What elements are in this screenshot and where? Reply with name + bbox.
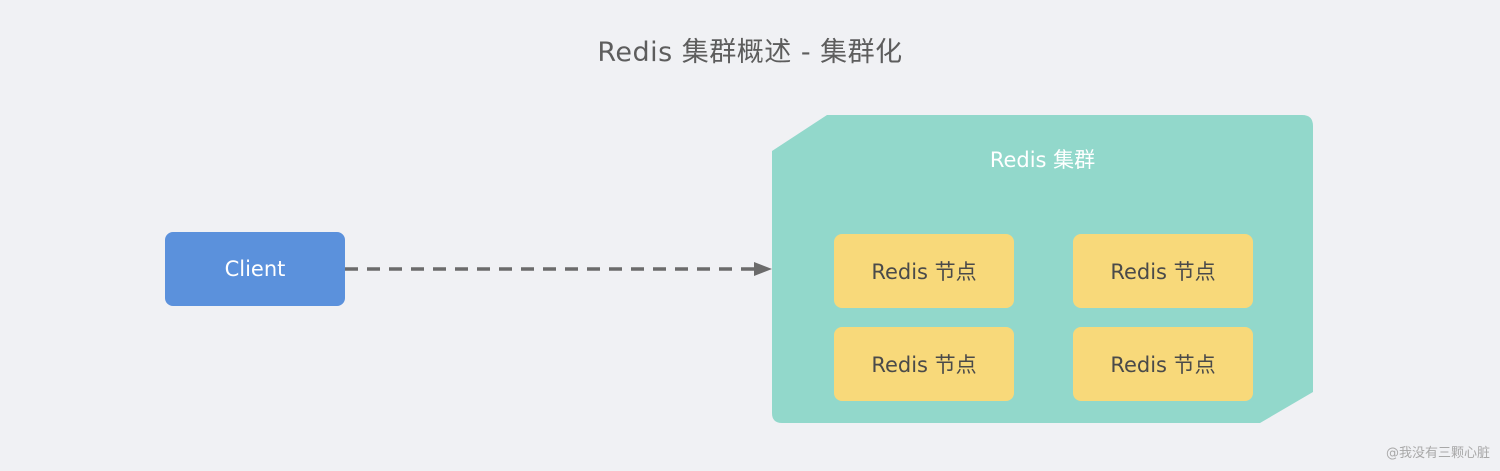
- redis-node: Redis 节点: [834, 327, 1014, 401]
- cluster-label: Redis 集群: [989, 148, 1096, 172]
- redis-node-label: Redis 节点: [1110, 260, 1216, 284]
- client-label: Client: [224, 257, 286, 281]
- diagram-title: Redis 集群概述 - 集群化: [597, 37, 903, 68]
- arrow-head: [754, 262, 772, 276]
- redis-node: Redis 节点: [1073, 327, 1253, 401]
- redis-node: Redis 节点: [1073, 234, 1253, 308]
- redis-node-label: Redis 节点: [1110, 353, 1216, 377]
- redis-node: Redis 节点: [834, 234, 1014, 308]
- client-box: Client: [165, 232, 345, 306]
- redis-node-label: Redis 节点: [871, 353, 977, 377]
- author-watermark: @我没有三颗心脏: [1385, 446, 1490, 461]
- redis-node-label: Redis 节点: [871, 260, 977, 284]
